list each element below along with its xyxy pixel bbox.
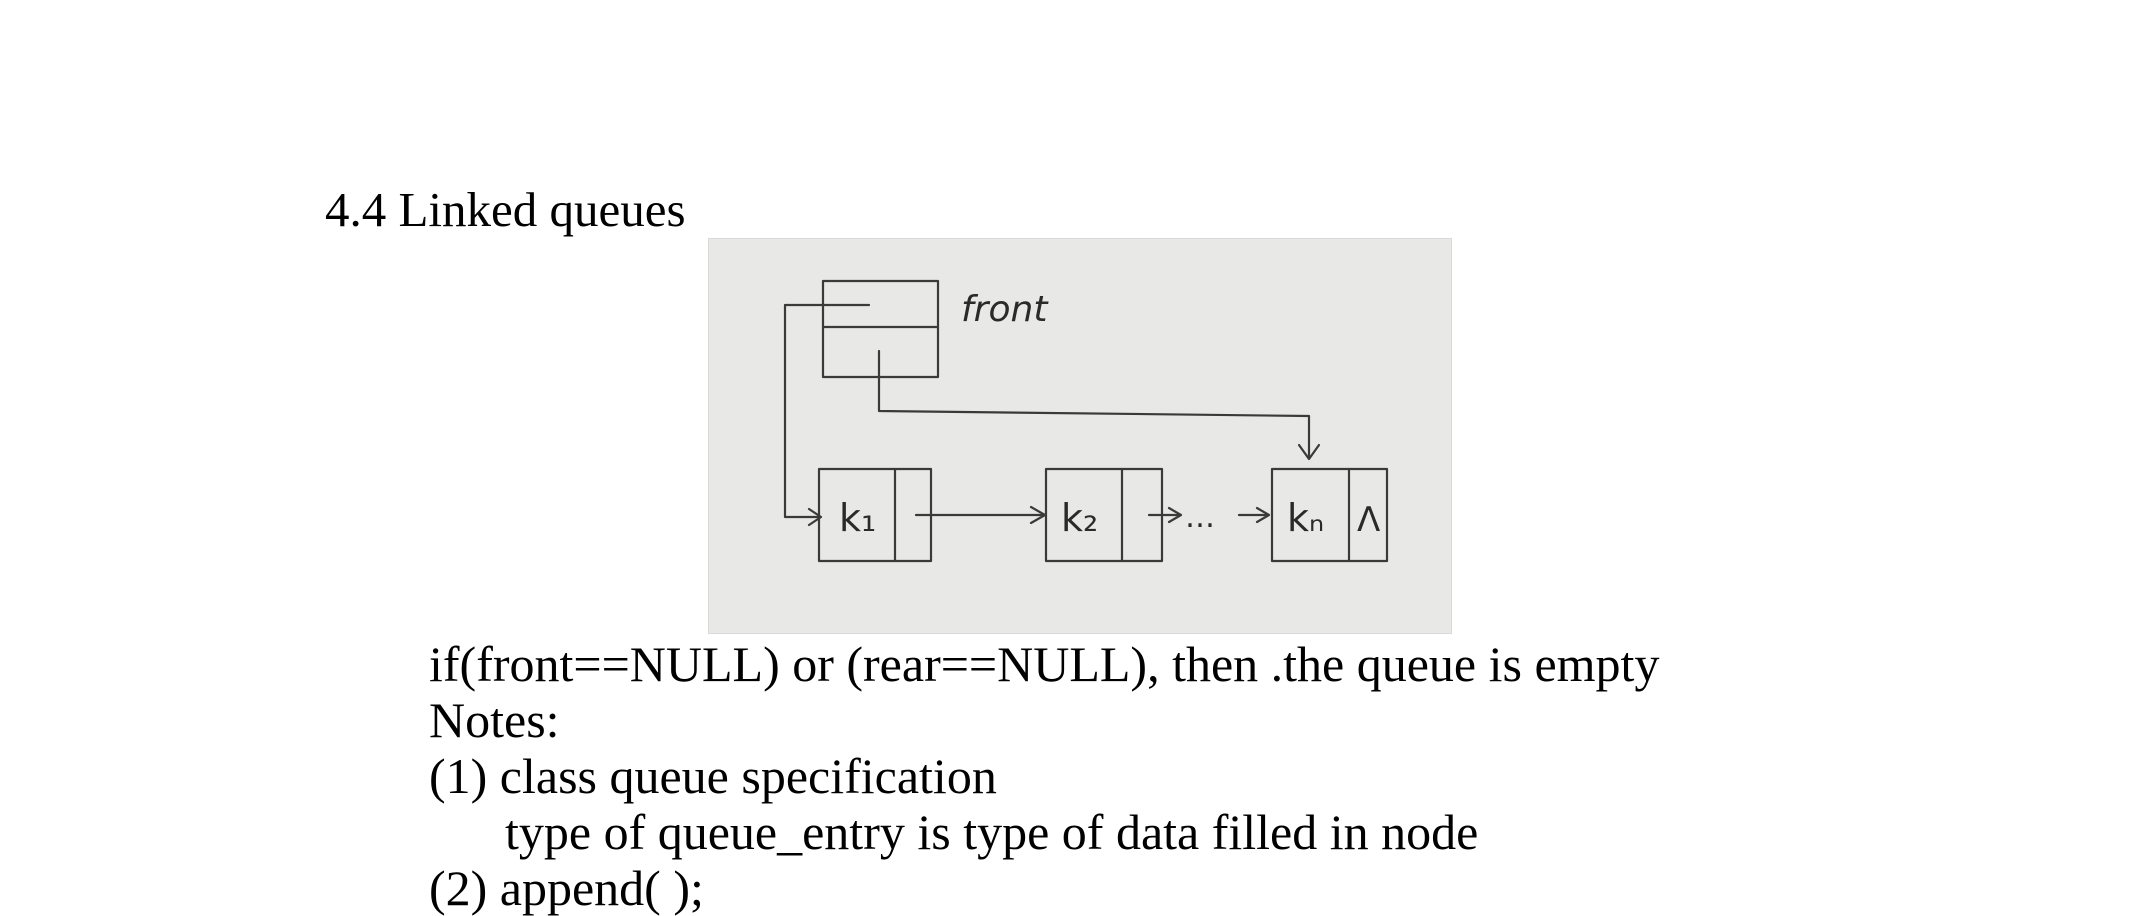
null-marker: Λ [1357,500,1380,540]
front-pointer-arrow [783,303,871,519]
header-box [821,279,940,379]
empty-condition-line: if(front==NULL) or (rear==NULL), then .t… [429,636,1660,692]
note-1: (1) class queue specification [429,748,997,804]
front-label: front [961,289,1049,330]
link-arrow-dots-n-head [1255,506,1271,524]
linked-queue-diagram: front k₁ k₂ … kₙ Λ [783,279,1389,563]
rear-pointer-head [1297,443,1321,461]
node-n-label: kₙ [1287,496,1324,540]
linked-queue-figure: front k₁ k₂ … kₙ Λ [708,238,1452,634]
note-1-detail: type of queue_entry is type of data fill… [505,804,1479,860]
ellipsis-label: … [1185,500,1215,535]
node-2-label: k₂ [1061,496,1098,540]
node-1-label: k₁ [839,496,876,540]
front-pointer-head [807,507,823,527]
node-n-box [1270,467,1389,563]
rear-pointer-arrow [877,349,1311,459]
section-heading: 4.4 Linked queues [325,182,686,237]
note-2: (2) append( ); [429,860,704,916]
notes-heading: Notes: [429,692,560,748]
link-arrow-2-dots-head [1167,506,1183,524]
